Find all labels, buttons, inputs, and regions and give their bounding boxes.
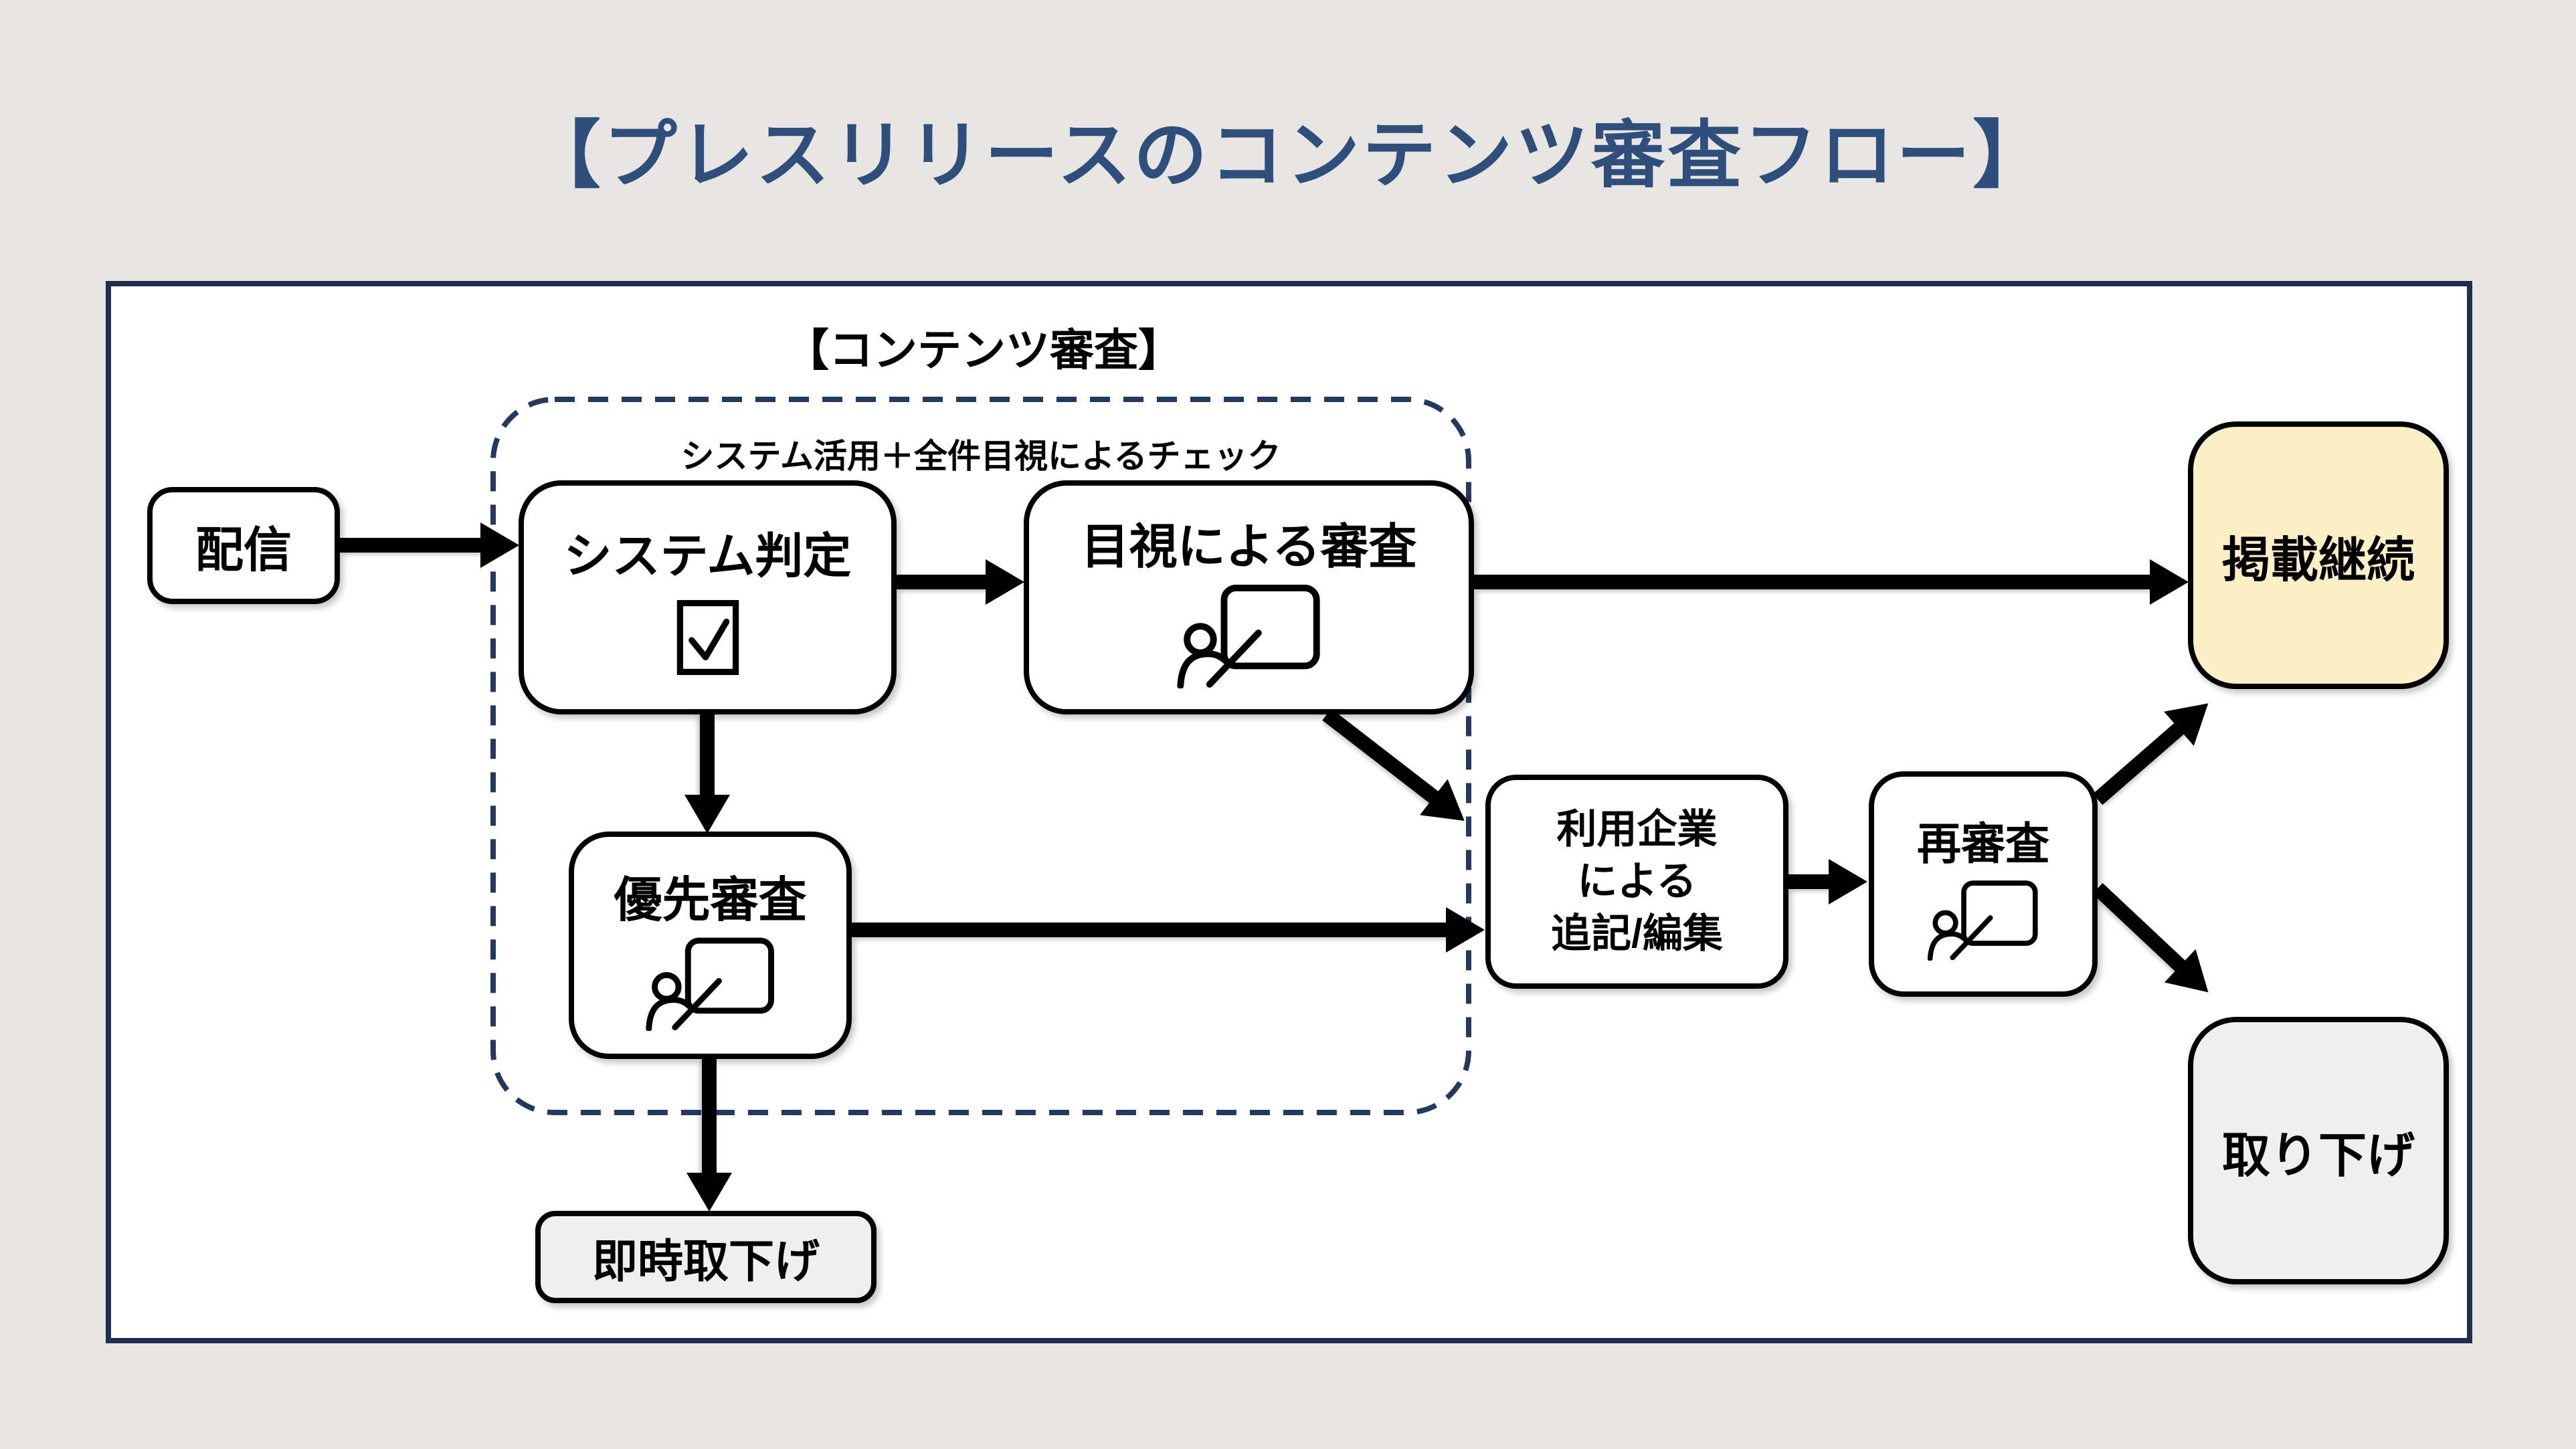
node-re-review-label: 再審査 [1917,818,2049,868]
node-company-edit: 利用企業 による 追記/編集 [1485,775,1788,989]
node-keep-published-label: 掲載継続 [2221,533,2415,587]
presenter-icon [1176,584,1320,688]
arrow-visual-to-keep [1474,575,2151,589]
node-immediate-withdraw-label: 即時取下げ [591,1236,820,1287]
node-withdraw: 取り下げ [2188,1017,2449,1284]
arrow-delivery-to-system [340,538,482,553]
node-priority-review-label: 優先審査 [614,873,807,927]
checkbox-icon [676,599,739,675]
arrow-system-to-visual [897,575,987,589]
node-system-judgement: システム判定 [519,480,897,714]
node-company-edit-line3: 追記/編集 [1551,911,1723,956]
page-title: 【プレスリリースのコンテンツ審査フロー】 [527,114,2049,197]
dashed-border-rect [490,397,1471,1115]
arrow-company-to-rereview [1788,874,1830,889]
node-delivery: 配信 [147,487,340,604]
node-immediate-withdraw: 即時取下げ [535,1211,877,1303]
arrow-priority-to-company [852,923,1447,937]
node-withdraw-label: 取り下げ [2221,1129,2415,1183]
node-priority-review: 優先審査 [569,832,852,1059]
node-visual-review-label: 目視による審査 [1081,520,1417,574]
node-delivery-label: 配信 [195,524,292,577]
node-system-judgement-label: システム判定 [563,529,852,583]
node-company-edit-line2: による [1577,859,1697,904]
content-review-group-note: システム活用＋全件目視によるチェック [680,438,1281,475]
presenter-icon [645,937,774,1031]
node-keep-published: 掲載継続 [2188,421,2449,689]
node-visual-review: 目視による審査 [1024,480,1474,714]
arrow-priority-to-immediate [702,1059,717,1174]
arrow-system-to-priority [700,714,715,796]
content-review-group-label: 【コンテンツ審査】 [785,325,1182,375]
content-review-group-border [490,397,1471,1115]
presenter-icon [1927,880,2038,961]
node-re-review: 再審査 [1869,771,2098,997]
node-company-edit-line1: 利用企業 [1556,807,1718,852]
